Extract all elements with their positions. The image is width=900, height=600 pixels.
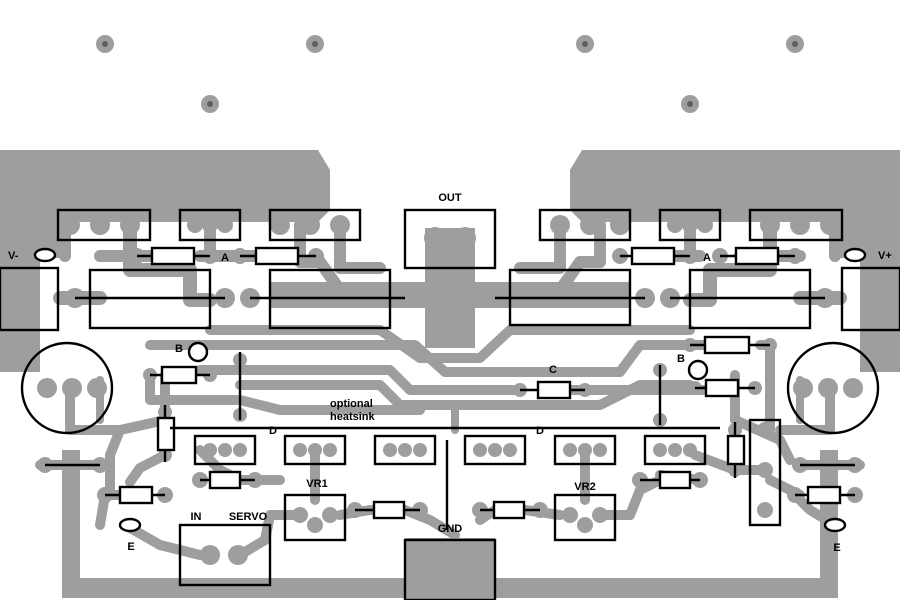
label-gnd: GND xyxy=(438,523,463,535)
label-vr2: VR2 xyxy=(574,481,595,493)
label-out: OUT xyxy=(438,192,462,204)
label-optional: optional xyxy=(330,398,373,410)
label-a-right: A xyxy=(703,252,711,264)
label-v-plus: V+ xyxy=(878,250,892,262)
silkscreen xyxy=(0,208,900,600)
component-pads xyxy=(19,215,881,576)
label-c: C xyxy=(549,364,557,376)
label-v-minus: V- xyxy=(8,250,19,262)
label-e-left: E xyxy=(127,541,134,553)
label-heatsink: heatsink xyxy=(330,411,376,423)
label-servo: SERVO xyxy=(229,511,268,523)
mounting-holes xyxy=(96,35,804,113)
label-b-right: B xyxy=(677,353,685,365)
label-b-left: B xyxy=(175,343,183,355)
label-vr1: VR1 xyxy=(306,478,327,490)
label-d-right: D xyxy=(536,425,544,437)
label-in: IN xyxy=(191,511,202,523)
label-d-left: D xyxy=(269,425,277,437)
label-e-right: E xyxy=(833,542,840,554)
board-labels: OUT GND V- V+ A A B B C D D E E VR1 VR2 … xyxy=(8,192,892,554)
label-a-left: A xyxy=(221,252,229,264)
